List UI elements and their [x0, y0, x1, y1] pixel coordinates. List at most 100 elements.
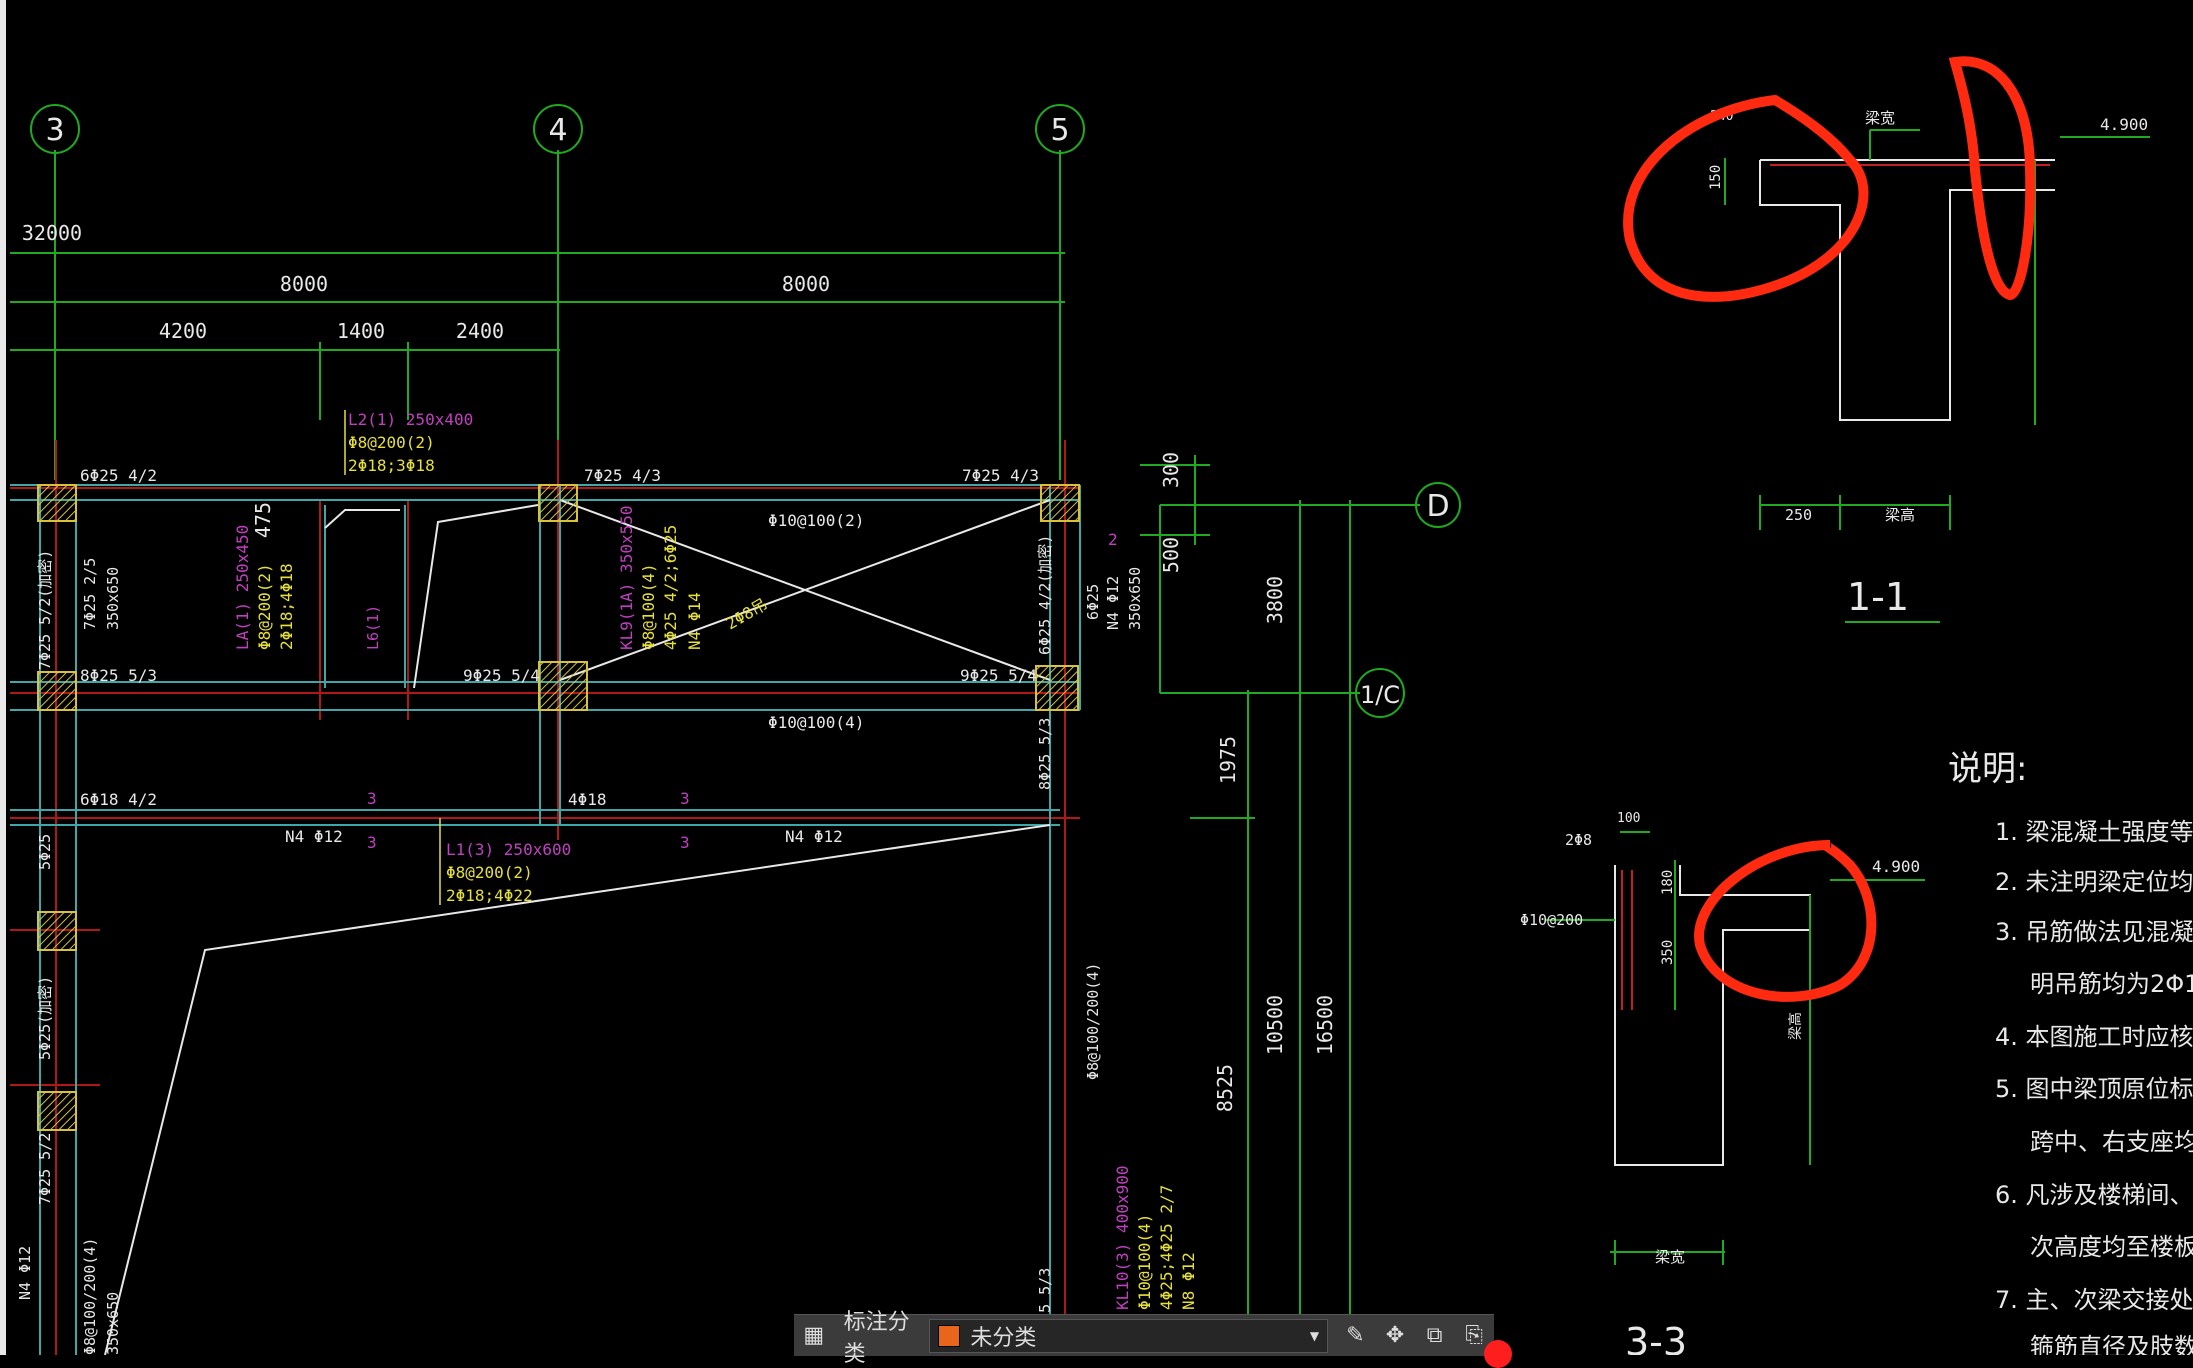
sec3-bar: 2Φ8 [1565, 831, 1592, 849]
axis-label-5: 5 [1050, 113, 1069, 148]
vtext-350: 7Φ25 2/5 [81, 558, 99, 630]
markup-circle-3 [1694, 840, 1877, 1002]
note-1: 1. 梁混凝土强度等级C3 [1995, 818, 2193, 846]
dim-475: 475 [251, 502, 275, 538]
paste-icon[interactable]: ⎘ [1465, 1323, 1483, 1348]
vtext-stirrup-long: Φ8@100/200(4) [1084, 963, 1102, 1080]
section-1-1: 梁宽 4.900 250 梁高 150 240 1-1 [1708, 109, 2150, 623]
dim-span-b: 8000 [782, 272, 830, 296]
dim-3800: 3800 [1263, 576, 1287, 624]
chevron-down-icon: ▼ [1309, 1328, 1320, 1343]
rebar-9-left: 9Φ25 5/4 [463, 666, 540, 685]
note-2: 2. 未注明梁定位均沿轴线 [1995, 868, 2193, 896]
mark-3c: 3 [680, 789, 690, 808]
category-select[interactable]: 未分类 ▼ [929, 1318, 1328, 1353]
sec3-title: 3-3 [1625, 1320, 1687, 1355]
vcallout-la: LA(1) 250x450 [233, 525, 252, 650]
mark-3a: 3 [367, 789, 377, 808]
rebar-top-left: 6Φ25 4/2 [80, 466, 157, 485]
vtext-r3: N4 Φ12 [1104, 576, 1122, 630]
vtext-5025: 5Φ25 [36, 834, 54, 870]
vcallout-la-s: Φ8@200(2) [255, 563, 274, 650]
rebar-8-left: 8Φ25 5/3 [80, 666, 157, 685]
axis-label-1c: 1/C [1360, 681, 1400, 709]
vtext-bot-l: Φ8@100/200(4) [81, 1238, 99, 1355]
mark-3d: 3 [680, 833, 690, 852]
vcallout-kl10: KL10(3) 400x900 [1113, 1166, 1132, 1311]
notes-heading: 说明: [1948, 749, 2027, 789]
axis-label-4: 4 [548, 113, 567, 148]
left-edge-bar [0, 0, 6, 1355]
callout-l2-stirrup: Φ8@200(2) [348, 433, 435, 452]
mark-3b: 3 [367, 833, 377, 852]
rebar-n4-left: N4 Φ12 [285, 827, 343, 846]
dim-500: 500 [1159, 537, 1183, 573]
sec1-title: 1-1 [1847, 575, 1909, 619]
vtext-7025: 7Φ25 5/2(加密) [36, 550, 54, 670]
vcallout-kl10-s: Φ10@100(4) [1135, 1214, 1154, 1310]
rebar-4-18: 4Φ18 [568, 790, 607, 809]
vcallout-kl: KL9(1A) 350x550 [617, 506, 636, 651]
callout-diag: 2Φ8吊 [723, 595, 771, 634]
axis-bubble-4 [533, 104, 583, 154]
copy-icon[interactable]: ⧉ [1426, 1323, 1443, 1348]
vtext-5025b: 5Φ25(加密) [36, 976, 54, 1060]
dim-10500: 10500 [1263, 995, 1287, 1055]
category-color-swatch [938, 1324, 961, 1347]
vtext-350b: 350x650 [104, 567, 122, 630]
note-5: 5. 图中梁顶原位标注后面 [1995, 1075, 2193, 1103]
callout-l2-bars: 2Φ18;3Φ18 [348, 456, 435, 475]
note-7: 7. 主、次梁交接处,在主 [1995, 1286, 2193, 1314]
toolbar-label: 标注分类 [843, 1309, 910, 1367]
notes-block: 说明: 1. 梁混凝土强度等级C3 2. 未注明梁定位均沿轴线 3. 吊筋做法见… [1948, 749, 2193, 1355]
dim-span-a: 8000 [280, 272, 328, 296]
dim-16500: 16500 [1313, 995, 1337, 1055]
edit-icon[interactable]: ✎ [1346, 1323, 1365, 1348]
callout-l1-stirrup: Φ8@200(2) [446, 863, 533, 882]
vtext-bot-l2: 350x650 [104, 1292, 122, 1355]
vtext-r4: 350x650 [1126, 567, 1144, 630]
columns [37, 484, 1080, 1131]
beam-lines [10, 484, 1081, 1355]
note-4: 4. 本图施工时应核对本层 [1995, 1023, 2193, 1051]
vcallout-kl-s: Φ8@100(4) [639, 563, 658, 650]
note-6: 6. 凡涉及楼梯间、电梯间 [1995, 1181, 2193, 1209]
note-7b: 箍筋直径及肢数均同 [2030, 1333, 2193, 1355]
move-icon[interactable]: ✥ [1385, 1323, 1405, 1348]
axis-label-d: D [1426, 489, 1449, 524]
sec3-elev: 4.900 [1872, 857, 1920, 876]
markup-circle-2 [1948, 56, 2036, 301]
sec1-w250: 250 [1785, 506, 1812, 524]
rebar-9-right: 9Φ25 5/4 [960, 666, 1037, 685]
dim-total: 32000 [22, 221, 82, 245]
sec3-beam-h: 梁高 [1787, 1012, 1804, 1040]
vtext-r1: 6Φ25 4/2(加密) [1036, 535, 1054, 655]
rebar-n4-right: N4 Φ12 [785, 827, 843, 846]
note-6b: 次高度均至楼板底,具 [2030, 1233, 2193, 1261]
axis-lines [10, 104, 1461, 1355]
sec3-d100: 100 [1617, 811, 1640, 826]
callout-l2: L2(1) 250x400 [348, 410, 473, 429]
vtext-l6: L6(1) [364, 605, 382, 650]
axis-bubble-1c [1355, 668, 1405, 718]
vtext-r5: 8Φ25 5/3 [1036, 718, 1054, 790]
sec1-d150: 150 [1708, 165, 1724, 190]
rebar-top-right: 7Φ25 4/3 [962, 466, 1039, 485]
note-5b: 跨中、右支座均有原位 [2030, 1128, 2193, 1156]
grid-icon[interactable]: ▦ [803, 1323, 825, 1348]
red-markup-circles [1623, 56, 2036, 1002]
sec3-d180: 180 [1660, 870, 1676, 895]
sec1-beam-w: 梁高 [1885, 506, 1915, 524]
vtext-r2: 6Φ25 [1084, 584, 1102, 620]
vcallout-la-b: 2Φ18;4Φ18 [277, 563, 296, 650]
dim-2400: 2400 [456, 319, 504, 343]
dim-8525: 8525 [1213, 1064, 1237, 1112]
vtext-7025b: 7Φ25 5/2 [36, 1133, 54, 1205]
dim-1975: 1975 [1216, 736, 1240, 784]
vcallout-kl-n: N4 Φ14 [685, 592, 704, 650]
rebar-6-18: 6Φ18 4/2 [80, 790, 157, 809]
white-lines [104, 499, 1051, 1355]
sec1-elev: 4.900 [2100, 115, 2148, 134]
category-select-value: 未分类 [970, 1325, 1037, 1351]
